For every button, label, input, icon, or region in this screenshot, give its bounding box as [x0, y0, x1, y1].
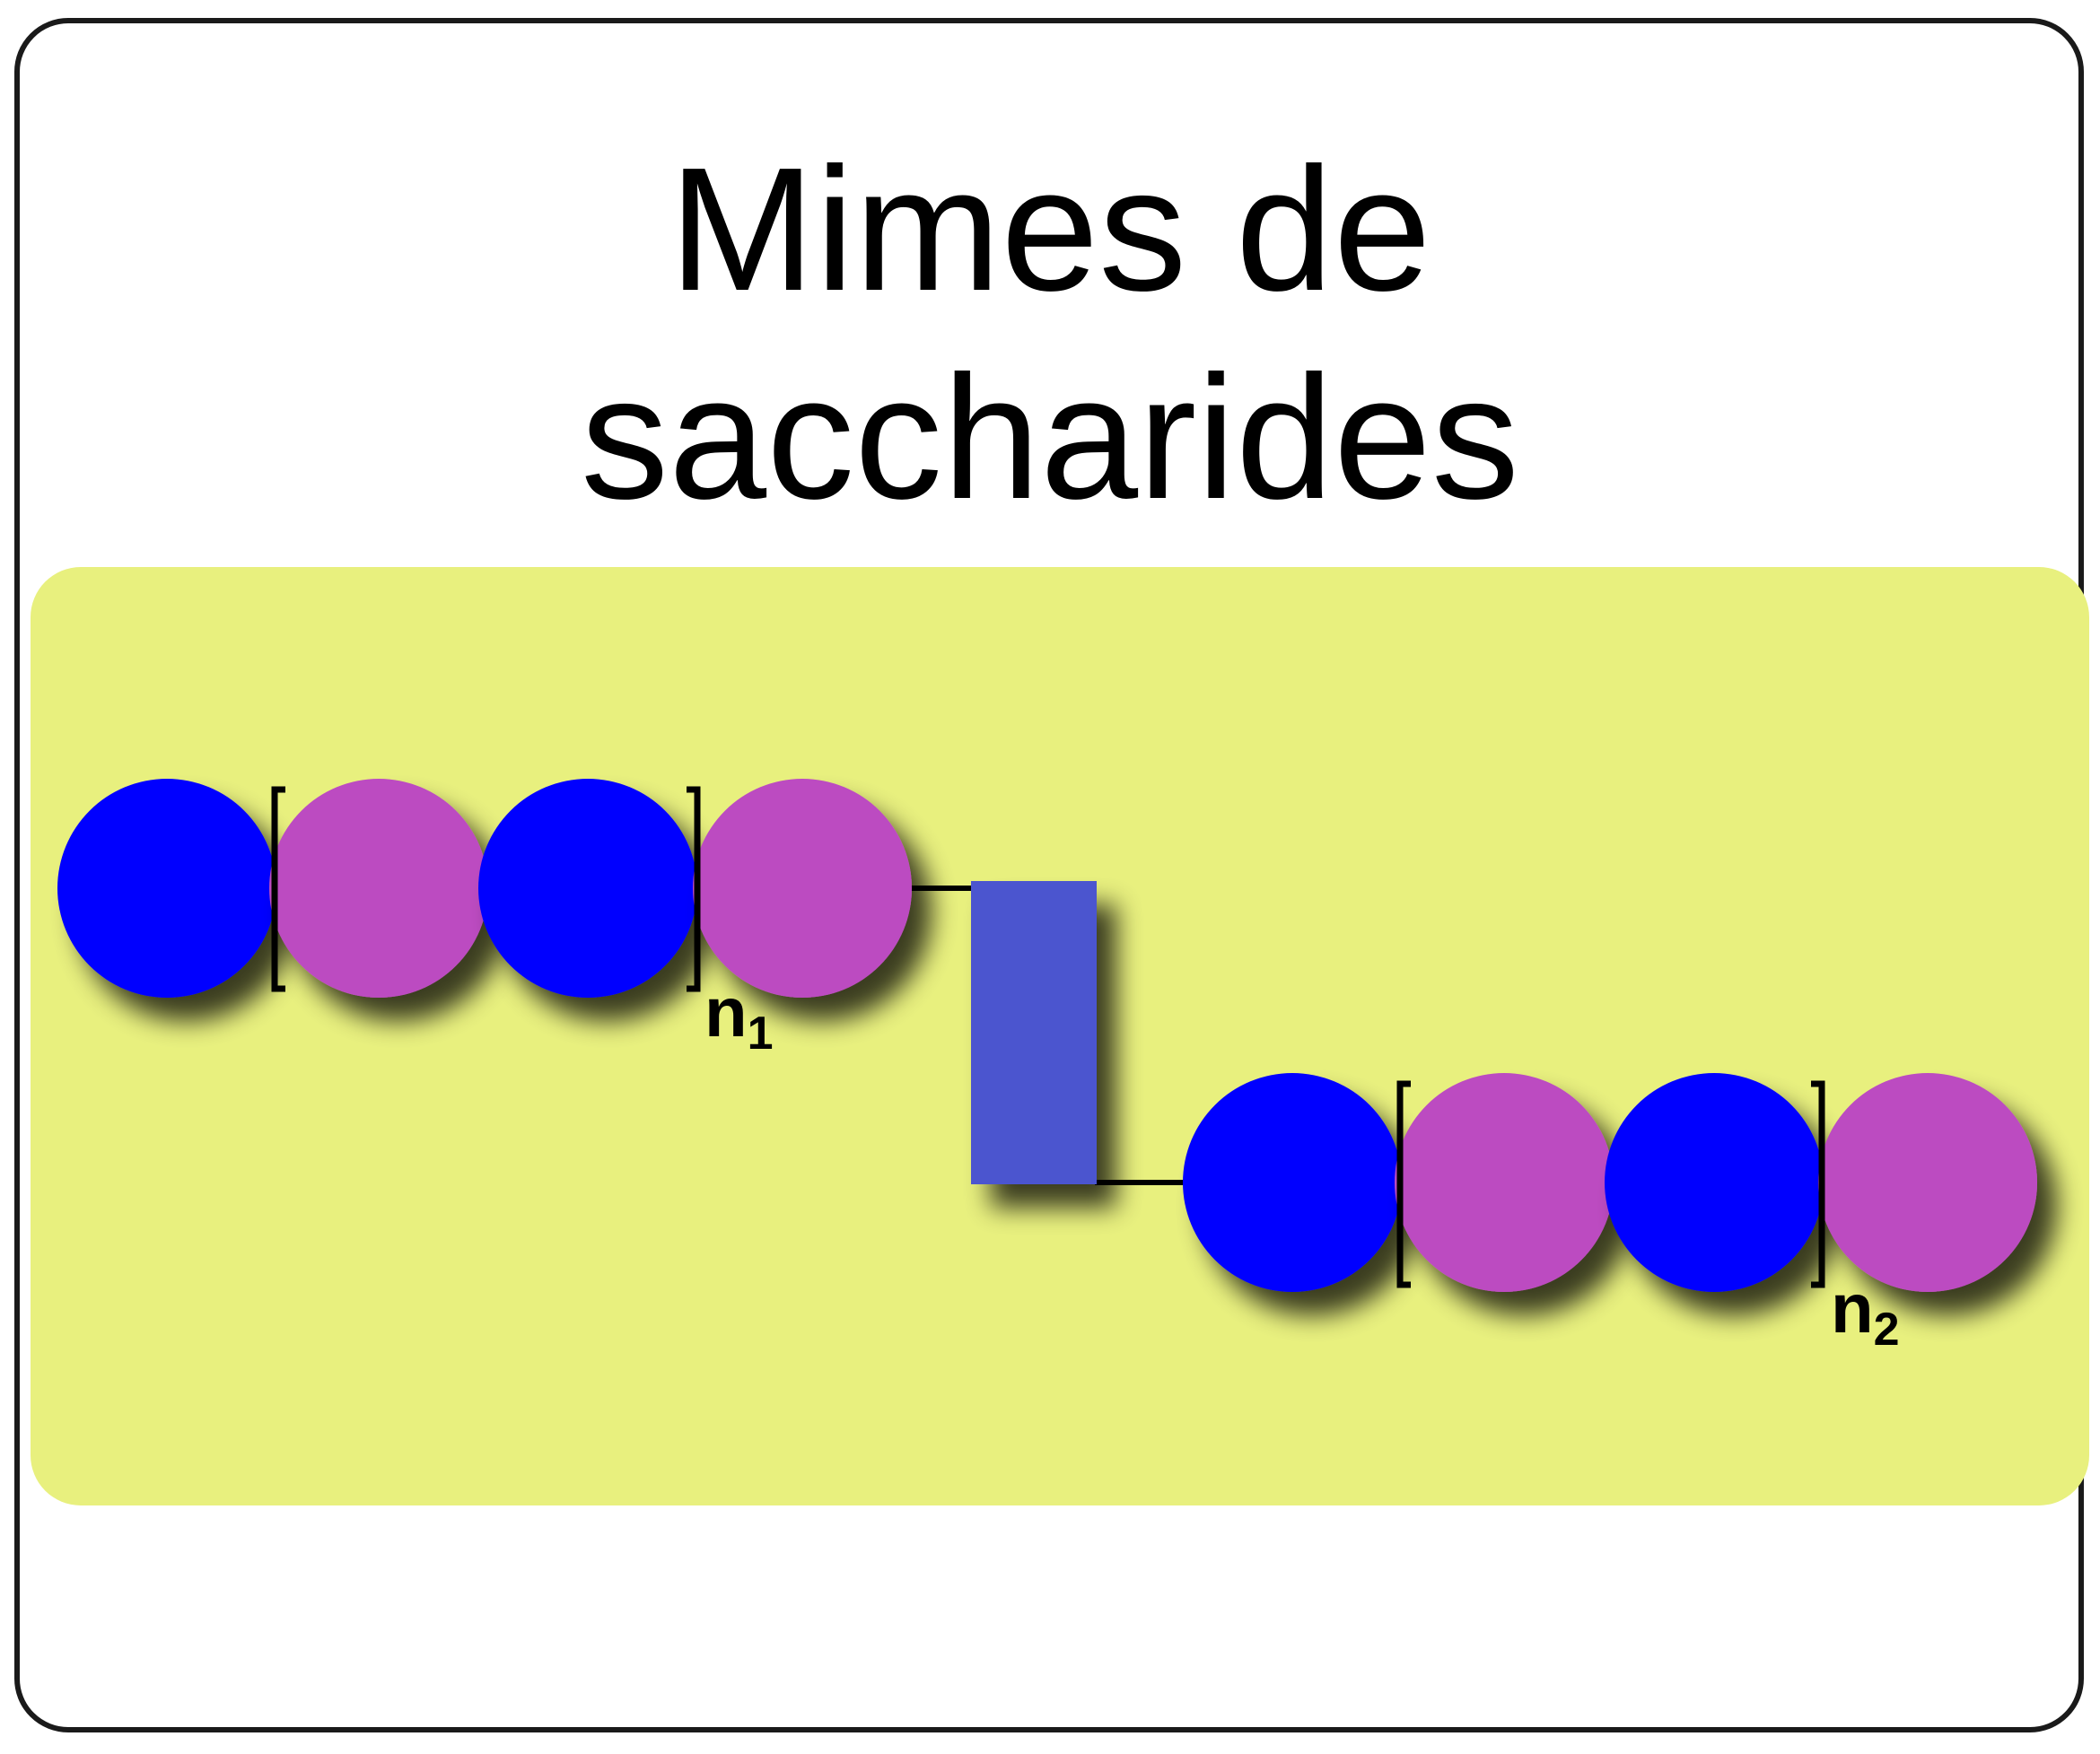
chain-1-repeat-n: n [704, 973, 748, 1052]
chain-2-unit-3 [1605, 1073, 1824, 1292]
chain-2-open-bracket [1396, 1080, 1411, 1288]
chain-1-open-bracket [271, 786, 285, 992]
chain-2-repeat-sub: 2 [1874, 1304, 1900, 1356]
chain-1-unit-3 [478, 779, 697, 998]
chain-2-unit-4 [1818, 1073, 2037, 1292]
chain-2-close-bracket [1811, 1080, 1825, 1288]
chain-1-repeat-sub: 1 [748, 1008, 774, 1060]
chain-1-unit-2 [269, 779, 488, 998]
chain-2-repeat-label: n2 [1831, 1269, 1900, 1356]
chain-2-repeat-n: n [1831, 1269, 1874, 1348]
diagram-title: Mimes de saccharides [0, 126, 2100, 542]
chain-2-unit-2 [1395, 1073, 1614, 1292]
chain-1-repeat-label: n1 [704, 973, 774, 1060]
chain-1-unit-1 [57, 779, 276, 998]
linker-block [971, 881, 1097, 1184]
chain-1-close-bracket [687, 786, 701, 992]
title-line-1: Mimes de [669, 131, 1431, 327]
chain-1: n1 [57, 779, 912, 1060]
title-line-2: saccharides [581, 339, 1519, 536]
chain-2: n2 [1183, 1073, 2037, 1356]
chain-2-unit-1 [1183, 1073, 1402, 1292]
chain-1-unit-4 [693, 779, 912, 998]
